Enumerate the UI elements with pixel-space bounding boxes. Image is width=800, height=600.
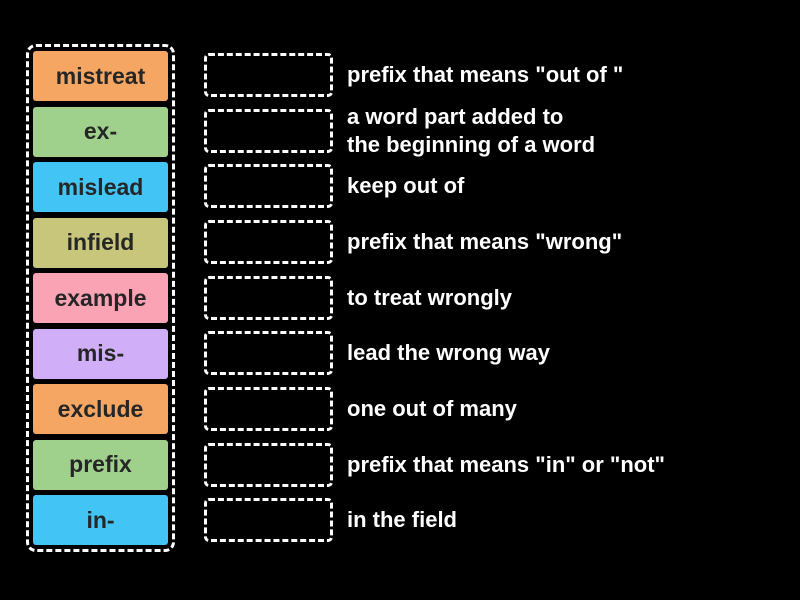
match-row: to treat wrongly	[204, 270, 665, 326]
definition-text: to treat wrongly	[347, 284, 513, 310]
definition-text: in the field	[347, 507, 457, 533]
definition-text: keep out of	[347, 173, 465, 199]
drop-zone-3[interactable]	[204, 164, 333, 209]
word-tile-infield[interactable]: infield	[33, 217, 168, 268]
drop-zone-1[interactable]	[204, 52, 333, 97]
definition-text: prefix that means "in" or "not"	[347, 451, 665, 477]
match-row: keep out of	[204, 158, 665, 214]
definition-list: prefix that means "out of " a word part …	[204, 47, 665, 548]
drop-zone-8[interactable]	[204, 442, 333, 487]
match-row: prefix that means "in" or "not"	[204, 437, 665, 493]
word-tile-example[interactable]: example	[33, 273, 168, 323]
drop-zone-4[interactable]	[204, 219, 333, 264]
definition-text: one out of many	[347, 395, 517, 421]
match-row: prefix that means "wrong"	[204, 214, 665, 270]
drop-zone-2[interactable]	[204, 108, 333, 153]
drop-zone-6[interactable]	[204, 331, 333, 376]
drop-zone-9[interactable]	[204, 498, 333, 543]
match-row: prefix that means "out of "	[204, 47, 665, 103]
match-row: a word part added to the beginning of a …	[204, 103, 665, 159]
word-tile-ex[interactable]: ex-	[33, 106, 168, 157]
definition-text: lead the wrong way	[347, 340, 550, 366]
drop-zone-7[interactable]	[204, 386, 333, 431]
word-bank: mistreat ex- mislead infield example mis…	[26, 44, 175, 552]
match-row: in the field	[204, 493, 665, 549]
word-tile-prefix[interactable]: prefix	[33, 439, 168, 490]
word-tile-in[interactable]: in-	[33, 495, 168, 545]
match-row: lead the wrong way	[204, 325, 665, 381]
definition-text: prefix that means "out of "	[347, 61, 624, 87]
word-tile-mis[interactable]: mis-	[33, 328, 168, 379]
word-tile-mislead[interactable]: mislead	[33, 162, 168, 212]
match-row: one out of many	[204, 381, 665, 437]
drop-zone-5[interactable]	[204, 275, 333, 320]
word-tile-exclude[interactable]: exclude	[33, 384, 168, 434]
definition-text: prefix that means "wrong"	[347, 228, 623, 254]
word-tile-mistreat[interactable]: mistreat	[33, 51, 168, 101]
definition-text: a word part added to the beginning of a …	[347, 103, 596, 157]
